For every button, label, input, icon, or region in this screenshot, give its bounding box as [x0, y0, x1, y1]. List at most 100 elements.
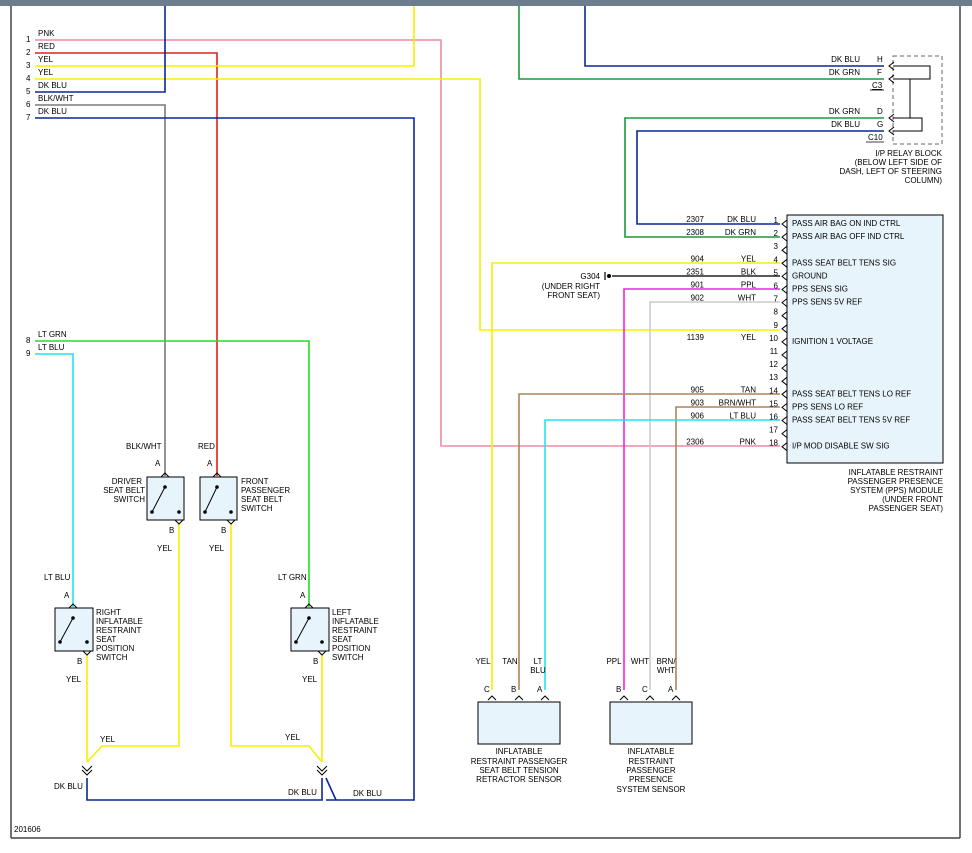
front-switch-contact-3	[229, 510, 233, 514]
wire-num-5: 5	[26, 87, 31, 96]
tension-wire-3-part2: BLU	[530, 666, 546, 675]
label-dkblu-mid: DK BLU	[288, 788, 317, 797]
right-switch-label-1: RIGHT	[96, 608, 121, 617]
module-pin-number: 15	[769, 399, 778, 408]
module-pin-label: PPS SENS LO REF	[792, 402, 863, 411]
left-switch-lever	[295, 617, 310, 643]
right-switch-wire-bottom: YEL	[66, 675, 82, 684]
module-pin-marker	[781, 311, 788, 321]
wire-num-8: 8	[26, 336, 31, 345]
front-switch-label-2: PASSENGER	[241, 486, 290, 495]
presence-sensor-box	[609, 701, 693, 745]
relay-internal-loop-bottom	[893, 117, 923, 132]
relay-pin-f: F	[877, 68, 882, 77]
module-pin-circuit: 901	[691, 281, 705, 290]
wire-ppl-901	[623, 288, 780, 690]
wire-yel-904	[491, 262, 780, 690]
front-switch-conn-b	[226, 519, 236, 525]
tension-conn-c	[487, 695, 497, 701]
presence-pin-b: B	[616, 685, 621, 694]
module-pin-label: PASS AIR BAG OFF IND CTRL	[792, 232, 905, 241]
relay-label-4: COLUMN)	[905, 176, 943, 185]
left-switch-label-6: SWITCH	[332, 653, 364, 662]
relay-connector-c10: C10	[868, 133, 883, 142]
wire-pnk	[35, 39, 780, 447]
driver-switch-label-1: DRIVER	[112, 477, 142, 486]
presence-wire-2: WHT	[631, 657, 649, 666]
module-pin-color: LT BLU	[730, 412, 757, 421]
tension-pin-a: A	[537, 685, 543, 694]
presence-conn-c	[645, 695, 655, 701]
module-pin-number: 13	[769, 373, 778, 382]
wire-wht-902	[649, 301, 780, 690]
module-pin-number: 9	[774, 321, 779, 330]
right-switch-label-3: RESTRAINT	[96, 626, 141, 635]
front-switch-label-3: SEAT BELT	[241, 495, 283, 504]
module-pin-number: 11	[770, 347, 779, 356]
wire-yel-front-out	[230, 524, 323, 763]
module-pin-label: PASS SEAT BELT TENS 5V REF	[792, 416, 910, 425]
relay-pin-g-marker	[888, 126, 895, 136]
relay-pin-d: D	[877, 107, 883, 116]
tension-label-4: RETRACTOR SENSOR	[476, 775, 562, 784]
wire-color-9: LT BLU	[38, 343, 65, 352]
front-switch-wire-top: RED	[198, 442, 215, 451]
relay-wire-color-f: DK GRN	[829, 68, 860, 77]
relay-connector-c3: C3	[872, 81, 883, 90]
top-bar	[0, 0, 972, 6]
module-pin-circuit: 2351	[686, 267, 704, 276]
driver-switch-label-3: SWITCH	[113, 495, 145, 504]
driver-switch-pin-a: A	[155, 459, 161, 468]
wire-ltgrn	[35, 340, 310, 607]
module-pin-marker	[781, 298, 788, 307]
wire-dkblu-5	[35, 6, 166, 93]
wire-dkblu-relay-g	[636, 130, 884, 225]
driver-switch-conn-a	[160, 472, 170, 478]
module-pin-circuit: 904	[691, 254, 705, 263]
module-pin-label: PPS SENS SIG	[792, 285, 848, 294]
right-switch-label-6: SWITCH	[96, 653, 128, 662]
label-yel-left: YEL	[100, 735, 116, 744]
presence-label-3: PASSENGER	[626, 766, 675, 775]
module-pin-number: 5	[774, 268, 779, 277]
relay-pin-g: G	[877, 120, 883, 129]
relay-pin-h-marker	[888, 61, 895, 71]
wire-brnwht-903	[675, 406, 780, 690]
module-pin-circuit: 903	[691, 398, 705, 407]
module-pin-number: 2	[774, 229, 779, 238]
module-pin-marker	[781, 442, 788, 452]
wire-num-9: 9	[26, 349, 31, 358]
module-pin-number: 4	[774, 255, 779, 264]
left-switch-conn-a	[304, 603, 314, 609]
tension-label-3: SEAT BELT TENSION	[479, 766, 559, 775]
module-pin-label: PASS SEAT BELT TENS SIG	[792, 258, 896, 267]
wire-color-5: DK BLU	[38, 81, 67, 90]
relay-block-outline	[892, 55, 943, 145]
module-pin-label: PPS SENS 5V REF	[792, 298, 862, 307]
relay-wire-color-g: DK BLU	[831, 120, 860, 129]
relay-label-3: DASH, LEFT OF STEERING	[839, 167, 942, 176]
presence-pin-c: C	[642, 685, 648, 694]
front-switch-label-4: SWITCH	[241, 504, 273, 513]
wire-blkwht	[35, 104, 166, 476]
module-pin-circuit: 902	[691, 294, 705, 303]
module-label-3: SYSTEM (PPS) MODULE	[850, 486, 943, 495]
module-pin-color: BLK	[741, 267, 757, 276]
wire-dkblu-bottom-diag	[325, 777, 337, 801]
module-pin-marker	[781, 403, 788, 412]
module-pin-number: 8	[774, 308, 779, 317]
tension-pin-b: B	[511, 685, 516, 694]
tension-label-1: INFLATABLE	[496, 747, 543, 756]
driver-switch-contact-3	[177, 510, 181, 514]
relay-internal-loop-top	[893, 65, 931, 80]
wire-yel-3	[35, 6, 415, 67]
wire-num-2: 2	[26, 48, 31, 57]
ground-label-2: FRONT SEAT)	[547, 291, 600, 300]
module-label-1: INFLATABLE RESTRAINT	[849, 468, 944, 477]
module-label-2: PASSENGER PRESENCE	[848, 477, 943, 486]
module-pin-number: 12	[769, 360, 778, 369]
module-pin-circuit: 2308	[686, 228, 704, 237]
module-pin-marker	[781, 232, 788, 242]
relay-pin-h: H	[877, 55, 883, 64]
wire-yel-4	[35, 78, 780, 331]
